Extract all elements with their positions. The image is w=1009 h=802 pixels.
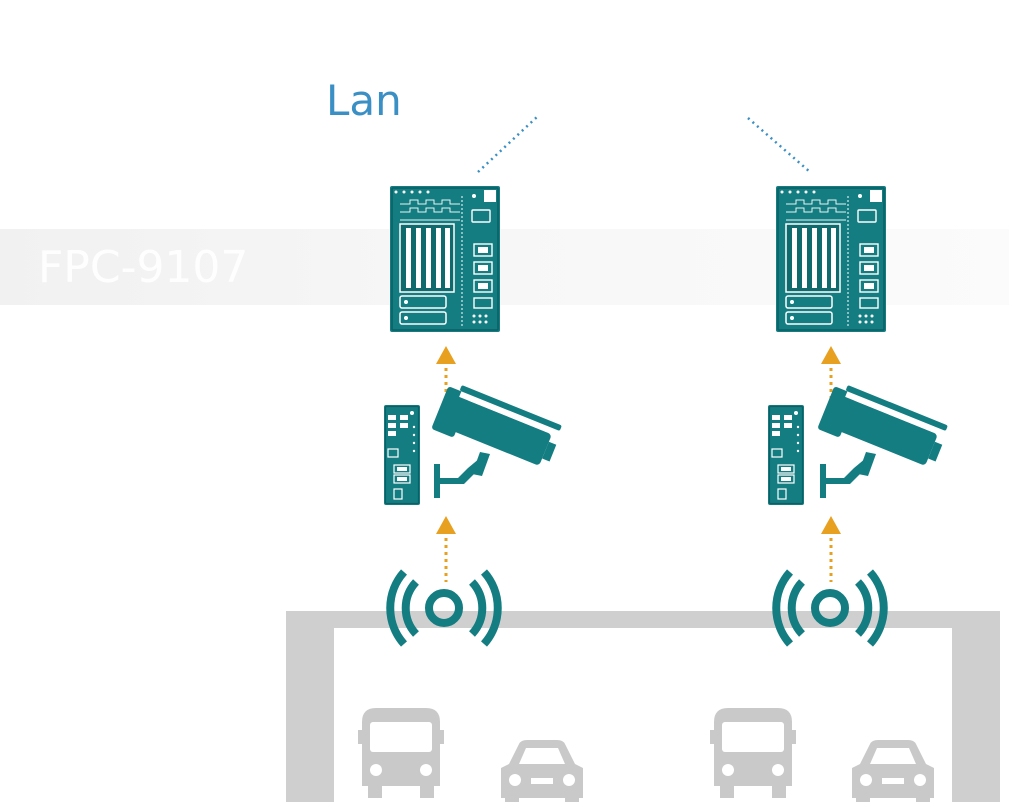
surveillance-camera-icon: [817, 380, 950, 498]
product-label: FPC-9107: [38, 242, 249, 293]
bus-icon: [358, 708, 444, 798]
industrial-pc-icon: [389, 185, 501, 333]
lan-label: Lan: [326, 76, 402, 125]
industrial-pc-icon: [775, 185, 887, 333]
car-icon: [501, 740, 583, 802]
car-icon: [852, 740, 934, 802]
lan-links: [477, 115, 811, 173]
embedded-pc-icon: [383, 404, 421, 506]
dotted-arrow-up-icon: [819, 514, 843, 584]
wireless-signal-icon: [776, 572, 884, 644]
wireless-signal-icon: [390, 572, 498, 644]
vehicles: [358, 708, 934, 802]
embedded-pc-icon: [767, 404, 805, 506]
dotted-arrow-up-icon: [434, 514, 458, 584]
bus-icon: [710, 708, 796, 798]
surveillance-camera-icon: [431, 380, 564, 498]
